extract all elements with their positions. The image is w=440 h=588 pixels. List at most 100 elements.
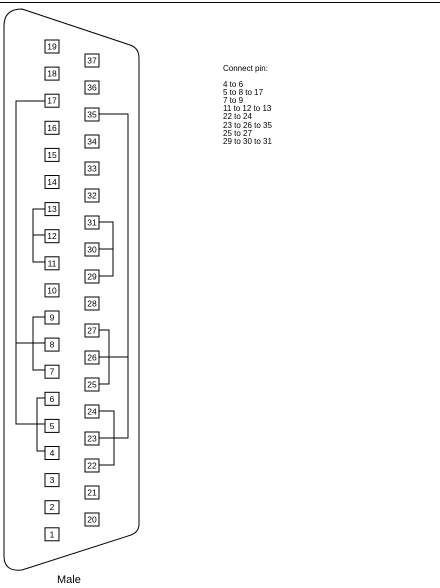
pin-label: 25: [87, 380, 97, 390]
notes-title: Connect pin:: [223, 64, 268, 73]
pin-box: [44, 500, 60, 515]
pin-label: 24: [87, 407, 97, 417]
pin-box: [84, 53, 100, 68]
pin-label: 34: [87, 137, 97, 147]
pin-label: 28: [87, 299, 97, 309]
pin-label: 13: [47, 204, 57, 214]
pin-label: 12: [47, 231, 57, 241]
pin-29: 29: [84, 269, 100, 284]
jumper-wires: [15, 100, 129, 466]
pin-34: 34: [84, 134, 100, 149]
pin-box: [84, 458, 100, 473]
pin-25: 25: [84, 377, 100, 392]
pin-17: 17: [44, 93, 60, 108]
pin-label: 30: [87, 245, 97, 255]
pin-14: 14: [44, 175, 60, 189]
connection-item: 7 to 9: [223, 96, 244, 106]
pin-box: [44, 147, 60, 162]
pin-label: 1: [50, 529, 55, 539]
pin-20: 20: [84, 512, 100, 527]
pin-box: [44, 120, 60, 135]
pin-box: [84, 161, 100, 176]
pin-box: [84, 485, 100, 500]
pin-box: [84, 134, 100, 149]
pin-label: 15: [47, 150, 57, 160]
pin-label: 19: [47, 42, 57, 52]
pin-3: 3: [44, 473, 60, 488]
pin-box: [44, 256, 60, 271]
pin-box: [44, 39, 60, 54]
pin-label: 4: [50, 448, 55, 458]
pin-label: 9: [50, 313, 55, 323]
connection-item: 5 to 8 to 17: [223, 88, 264, 98]
pin-label: 8: [50, 340, 55, 350]
pin-label: 10: [47, 285, 57, 295]
pin-18: 18: [44, 66, 60, 81]
pin-box: [84, 377, 100, 392]
pin-label: 6: [50, 394, 55, 404]
pin-5: 5: [44, 418, 60, 433]
pin-26: 26: [84, 350, 100, 365]
pin-label: 16: [47, 123, 57, 133]
pin-35: 35: [84, 107, 100, 122]
pin-31: 31: [84, 215, 100, 230]
connector-caption: Male: [57, 574, 81, 586]
pin-label: 35: [87, 110, 97, 120]
pin-30: 30: [84, 242, 100, 257]
pin-1: 1: [44, 527, 60, 542]
pin-11: 11: [44, 256, 60, 271]
pin-28: 28: [84, 296, 100, 311]
connection-item: 25 to 27: [223, 128, 252, 138]
pin-label: 21: [87, 488, 97, 498]
pin-19: 19: [44, 39, 60, 54]
pin-7: 7: [44, 364, 60, 379]
pin-boxes: 1918171615141312111098765432137363534333…: [44, 39, 100, 542]
pin-4: 4: [44, 446, 60, 460]
pin-label: 17: [47, 96, 57, 106]
connection-item: 23 to 26 to 35: [223, 120, 272, 130]
pin-13: 13: [44, 202, 60, 217]
pin-16: 16: [44, 120, 60, 135]
pin-box: [44, 473, 60, 488]
pin-box: [44, 527, 60, 542]
jumper-wire: [36, 397, 45, 452]
jumper-wire: [15, 343, 45, 425]
pin-box: [44, 391, 60, 406]
pin-label: 33: [87, 164, 97, 174]
pin-box: [44, 337, 60, 352]
pin-box: [84, 404, 100, 419]
top-rule: [0, 2, 440, 3]
pin-box: [84, 80, 100, 95]
pin-box: [84, 188, 100, 203]
pin-box: [84, 323, 100, 338]
pin-label: 14: [47, 177, 57, 187]
pin-2: 2: [44, 500, 60, 515]
pin-label: 29: [87, 272, 97, 282]
pin-label: 31: [87, 218, 97, 228]
pin-27: 27: [84, 323, 100, 338]
pin-label: 7: [50, 367, 55, 377]
jumper-wire: [32, 316, 45, 371]
pin-label: 11: [48, 258, 57, 268]
pin-box: [44, 93, 60, 108]
pin-label: 37: [87, 56, 97, 66]
pin-label: 32: [87, 191, 97, 201]
connection-notes: Connect pin: 4 to 6 5 to 8 to 17 7 to 9 …: [223, 64, 272, 146]
pin-21: 21: [84, 485, 100, 500]
pin-box: [84, 431, 100, 446]
pin-box: [84, 350, 100, 365]
pin-12: 12: [44, 229, 60, 244]
pin-37: 37: [84, 53, 100, 68]
connection-item: 22 to 24: [223, 112, 252, 122]
pin-6: 6: [44, 391, 60, 406]
pin-label: 5: [50, 421, 55, 431]
pin-box: [44, 66, 60, 81]
connection-item: 29 to 30 to 31: [223, 136, 272, 146]
pin-box: [84, 296, 100, 311]
pin-23: 23: [84, 431, 100, 446]
jumper-wire: [99, 410, 115, 466]
pin-box: [44, 418, 60, 433]
connector-shell-outline: [3, 8, 140, 571]
pin-15: 15: [44, 147, 60, 162]
